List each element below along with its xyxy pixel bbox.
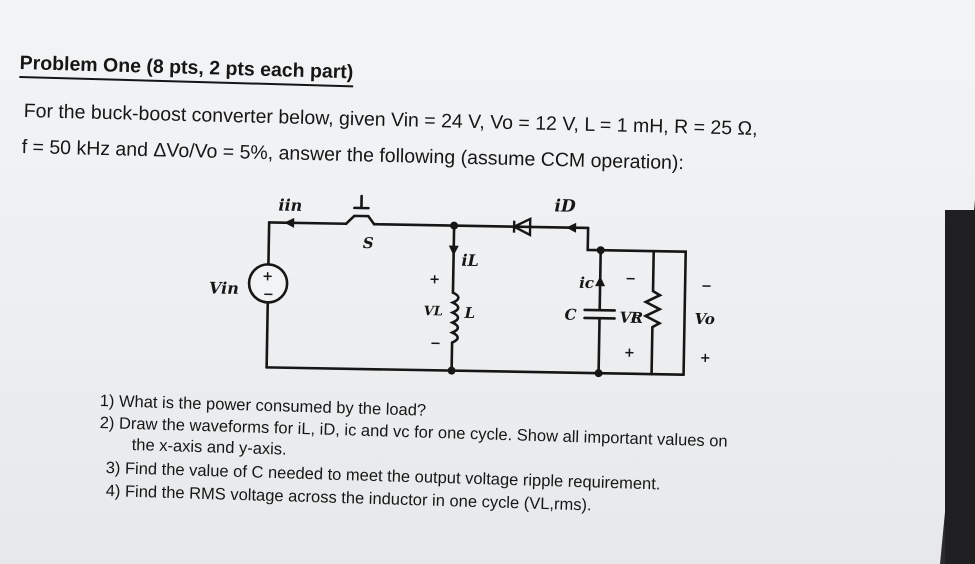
inductor-label: L: [463, 304, 475, 322]
switch-gate: [353, 194, 370, 210]
switch-label: S: [363, 234, 374, 252]
id-label: iD: [554, 196, 576, 216]
vl-plus: +: [429, 272, 440, 287]
wire-right-top: [586, 226, 688, 376]
junction-dot-cap-bottom: [594, 369, 603, 378]
resistor-label: R: [629, 309, 643, 327]
voltage-source: [247, 263, 289, 304]
vc-plus: +: [624, 346, 635, 361]
junction-dot-inductor-bottom: [447, 366, 456, 375]
iin-arrow: [284, 217, 295, 228]
diode-symbol: [511, 217, 532, 237]
junction-dot-inductor-top: [450, 221, 459, 230]
buck-boost-circuit-diagram: iin S iL iD Vin VL L ic C Vc R Vo + − + …: [209, 194, 715, 378]
capacitor-label: C: [564, 306, 576, 324]
ic-label: ic: [579, 274, 594, 292]
ic-arrow: [595, 276, 606, 287]
iin-label: iin: [278, 196, 302, 215]
wire-inductor-top: [451, 224, 456, 294]
vo-minus: −: [701, 279, 712, 294]
junction-dot-cap-top: [596, 246, 605, 255]
wire-top-left: [267, 221, 271, 266]
vl-minus: −: [430, 336, 441, 351]
inductor-coil: [449, 291, 460, 372]
source-plus: +: [262, 269, 273, 284]
vl-label: VL: [423, 304, 442, 319]
iD-arrow: [566, 222, 577, 233]
iL-arrow: [448, 245, 459, 256]
vc-label: Vc: [619, 309, 640, 327]
source-minus: −: [263, 287, 274, 302]
vo-label: Vo: [694, 310, 715, 328]
switch-body: [344, 214, 376, 226]
vin-label: Vin: [209, 278, 239, 298]
wire-left-bottom: [265, 301, 270, 369]
vc-minus: −: [625, 272, 636, 287]
wire-top: [267, 221, 590, 230]
vo-plus: +: [700, 351, 711, 366]
background-edge: [945, 210, 975, 564]
wire-bottom: [265, 366, 685, 376]
il-label: iL: [461, 251, 479, 270]
wire-cap-bottom: [597, 316, 601, 375]
resistor-zigzag: [642, 249, 663, 376]
